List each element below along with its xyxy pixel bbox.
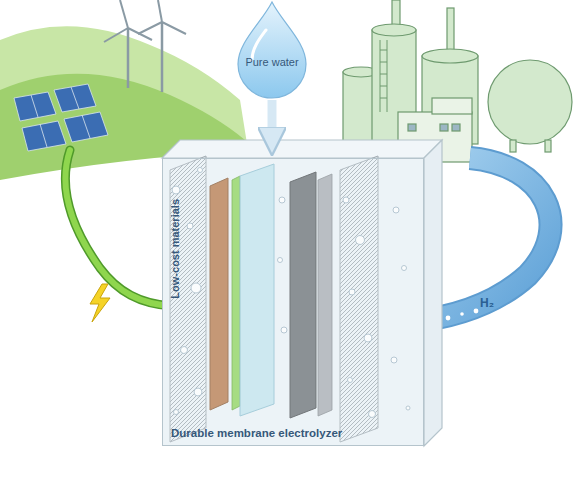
wind-turbines bbox=[104, 0, 186, 92]
box-front-face bbox=[162, 158, 424, 446]
power-cable bbox=[65, 150, 172, 306]
bubble bbox=[446, 316, 451, 321]
lightning-symbol bbox=[90, 284, 110, 322]
tank-leg bbox=[545, 140, 551, 152]
turbine-blade bbox=[104, 28, 128, 42]
factory-window bbox=[452, 124, 460, 131]
spherical-tank bbox=[488, 60, 572, 144]
factory bbox=[343, 0, 572, 162]
factory-window bbox=[408, 124, 416, 131]
box-top-face bbox=[162, 140, 442, 158]
turbine-tower bbox=[161, 22, 164, 92]
solar-panel bbox=[54, 84, 96, 112]
tank-leg bbox=[510, 140, 516, 152]
droplet-shape bbox=[238, 2, 306, 98]
droplet-outline bbox=[232, 0, 312, 100]
ladder-rung bbox=[380, 62, 387, 63]
solar-panel bbox=[64, 112, 108, 142]
turbine-blade bbox=[138, 22, 162, 34]
storage-tank bbox=[372, 30, 416, 145]
side-label: Low-cost materials bbox=[169, 199, 181, 299]
cable-core bbox=[65, 150, 172, 306]
water-droplet: Pure water bbox=[232, 0, 312, 100]
droplet-label: Pure water bbox=[232, 56, 312, 68]
solar-panel bbox=[14, 92, 56, 121]
factory-roof bbox=[432, 98, 472, 114]
turbine-blade bbox=[120, 0, 128, 28]
turbine-blade bbox=[162, 22, 186, 34]
panel-grid bbox=[82, 115, 90, 138]
ladder-rung bbox=[380, 50, 387, 51]
ladder-rail bbox=[380, 40, 381, 112]
ladder-rung bbox=[380, 98, 387, 99]
tank-ladder bbox=[380, 40, 387, 112]
box-side-face bbox=[424, 140, 442, 446]
ladder-rung bbox=[380, 86, 387, 87]
solar-panels bbox=[14, 84, 108, 151]
solar-panel bbox=[22, 121, 66, 151]
electrolyzer-box: Low-cost materialsDurable membrane elect… bbox=[162, 158, 424, 446]
box-caption: Durable membrane electrolyzer bbox=[171, 427, 411, 439]
bubble bbox=[474, 309, 479, 314]
cable-outline bbox=[65, 150, 172, 306]
flow-arrow bbox=[268, 100, 277, 144]
tank-top bbox=[372, 24, 416, 36]
turbine-tower bbox=[127, 28, 130, 88]
tank-top bbox=[422, 49, 478, 63]
droplet-highlight bbox=[252, 30, 266, 60]
turbine-blade bbox=[158, 0, 162, 22]
panel-grid bbox=[71, 87, 79, 109]
ladder-rail bbox=[387, 40, 388, 112]
electrolyzer-body bbox=[162, 140, 442, 446]
bubble bbox=[460, 312, 464, 316]
gas-label: H₂ bbox=[480, 296, 494, 310]
panel-grid bbox=[40, 124, 47, 147]
factory-window bbox=[440, 124, 448, 131]
panel-grid bbox=[31, 95, 38, 117]
ladder-rung bbox=[380, 74, 387, 75]
